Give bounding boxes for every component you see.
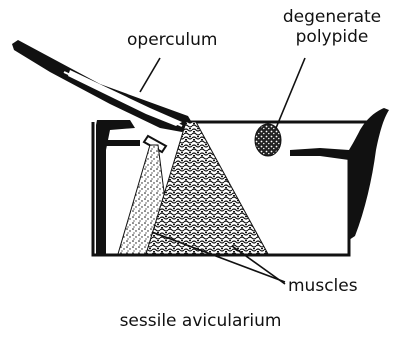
degenerate-polypide-label: degenerate polypide xyxy=(282,9,382,46)
leader-degenerate xyxy=(276,58,305,128)
left-shelf xyxy=(106,140,140,146)
degenerate-label-line2: polypide xyxy=(282,29,382,46)
degenerate-label-line1: degenerate xyxy=(282,9,382,26)
figure-caption: sessile avicularium xyxy=(0,313,401,330)
operculum-label: operculum xyxy=(127,32,217,49)
muscle-right xyxy=(146,122,268,254)
degenerate-polypide xyxy=(255,124,281,156)
right-thorn xyxy=(290,108,389,240)
muscles-label: muscles xyxy=(288,278,358,295)
leader-operculum xyxy=(140,58,160,92)
